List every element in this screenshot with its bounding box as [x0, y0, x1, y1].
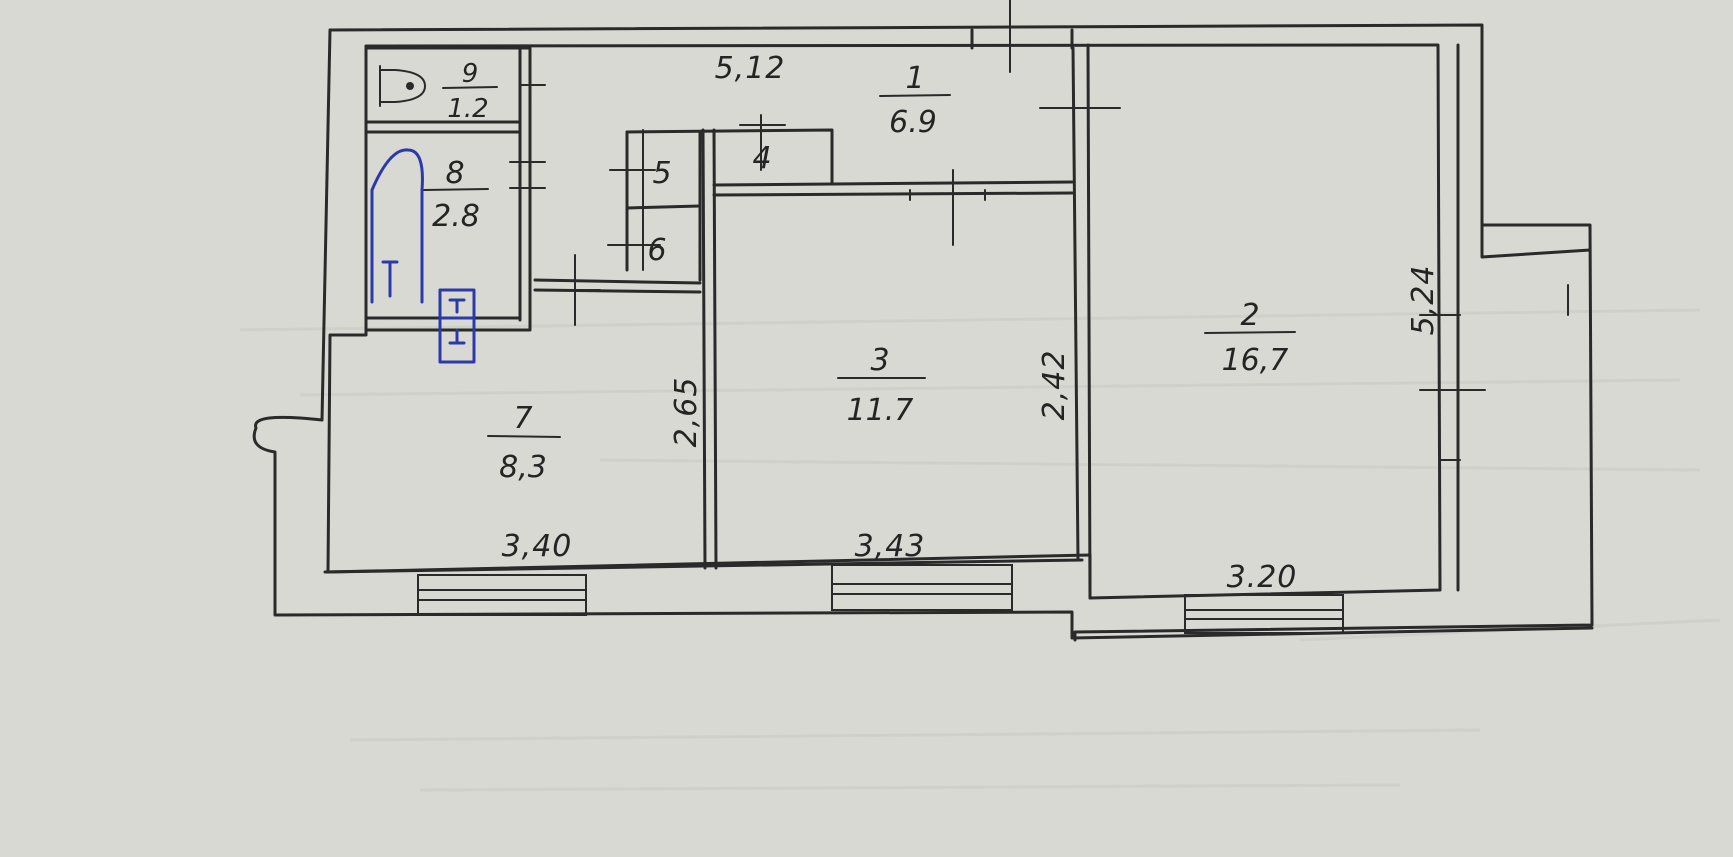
- room-label-4: 4: [752, 141, 771, 176]
- windows: [417, 564, 1344, 634]
- room-area-1: 6.9: [889, 105, 937, 140]
- room-label-2: 2 16,7: [1204, 298, 1296, 378]
- room-label-9: 9 1.2: [442, 59, 498, 124]
- room-area-7: 8,3: [499, 450, 547, 485]
- door-marks: [509, 0, 1121, 326]
- room-label-3: 3 11.7: [837, 343, 926, 428]
- room-number-9: 9: [462, 59, 479, 89]
- paper-texture: [239, 308, 1721, 792]
- dimension-room3-depth: 2,42: [1037, 350, 1072, 421]
- room-number-8: 8: [445, 156, 464, 191]
- room-label-5: 5: [652, 156, 671, 191]
- dimension-room3-width: 3,43: [855, 529, 926, 564]
- room-number-6: 6: [647, 233, 666, 268]
- dimension-room2-depth: 5,24: [1406, 265, 1441, 336]
- room-area-8: 2.8: [432, 199, 480, 234]
- room-number-3: 3: [870, 343, 889, 378]
- bathtub-icon: [370, 148, 424, 304]
- dimension-corridor-length: 5,12: [715, 51, 786, 86]
- room-label-8: 8 2.8: [423, 156, 489, 234]
- dimension-room7-width: 3,40: [502, 529, 573, 564]
- room-area-2: 16,7: [1222, 343, 1289, 378]
- room-label-6: 6: [647, 233, 666, 268]
- room-area-3: 11.7: [847, 393, 914, 428]
- dimension-labels: 5,12 3,40 3,43 3.20 2,65 2,42 5,24: [502, 51, 1441, 595]
- dimension-room7-depth: 2,65: [669, 377, 704, 448]
- room-number-5: 5: [652, 156, 671, 191]
- room-number-1: 1: [905, 61, 924, 96]
- room-area-9: 1.2: [447, 94, 488, 124]
- room-number-7: 7: [513, 401, 532, 436]
- room-number-4: 4: [752, 141, 771, 176]
- toilet-icon: [379, 65, 427, 107]
- room-number-2: 2: [1240, 298, 1259, 333]
- room-label-1: 1 6.9: [879, 61, 951, 140]
- dimension-room2-width: 3.20: [1227, 560, 1298, 595]
- sink-icon: [438, 288, 476, 364]
- room-label-7: 7 8,3: [487, 401, 561, 485]
